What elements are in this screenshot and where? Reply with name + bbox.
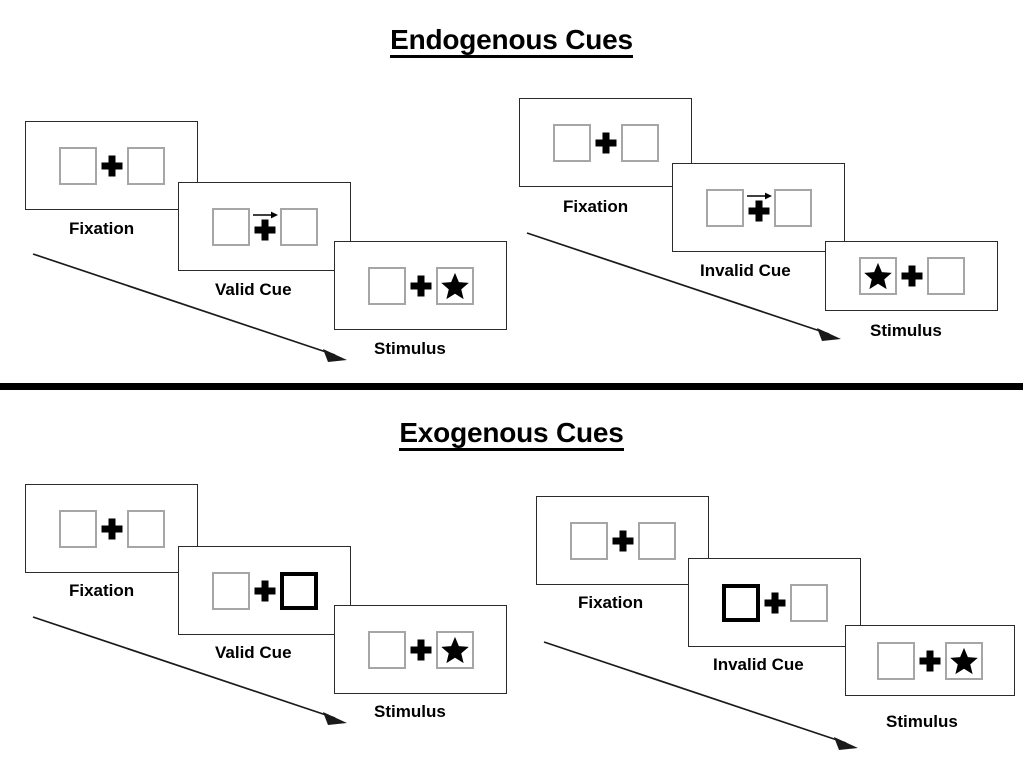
left-placeholder-box xyxy=(858,257,897,295)
caption-exo-invalid-fixation: Fixation xyxy=(578,593,644,612)
caption-exo-invalid-stimulus: Stimulus xyxy=(886,712,958,731)
exo-invalid-time-flow-arrow-icon xyxy=(543,641,858,750)
caption-endo-valid-fixation: Fixation xyxy=(69,219,135,238)
right-placeholder-box xyxy=(789,583,828,622)
plus-icon xyxy=(915,642,945,680)
caption-exo-valid-stimulus: Stimulus xyxy=(374,702,446,721)
frame-content xyxy=(179,183,350,270)
caption-exo-invalid-cue: Invalid Cue xyxy=(713,655,804,674)
right-placeholder-box xyxy=(435,630,474,669)
frame-content xyxy=(335,606,506,693)
endo-valid-frame-cue[interactable] xyxy=(178,182,351,271)
left-placeholder-box-cued xyxy=(721,583,760,622)
right-placeholder-box xyxy=(279,207,318,246)
exo-invalid-frame-stimulus[interactable] xyxy=(845,625,1015,696)
endo-invalid-frame-cue[interactable] xyxy=(672,163,845,252)
caption-exo-valid-fixation: Fixation xyxy=(69,581,135,600)
endo-valid-frame-stimulus[interactable] xyxy=(334,241,507,330)
right-placeholder-box xyxy=(945,641,983,680)
caption-endo-valid-cue: Valid Cue xyxy=(215,280,292,299)
plus-icon xyxy=(97,510,127,548)
plus-icon xyxy=(591,124,621,162)
right-placeholder-box xyxy=(126,509,165,548)
left-placeholder-box xyxy=(211,571,250,610)
right-placeholder-box-cued xyxy=(279,571,318,610)
right-arrow-cue-icon xyxy=(252,211,278,218)
caption-endo-invalid-cue: Invalid Cue xyxy=(700,261,791,280)
frame-content xyxy=(673,164,844,251)
exogenous-title-text: Exogenous Cues xyxy=(399,418,624,452)
caption-exo-valid-cue: Valid Cue xyxy=(215,643,292,662)
endogenous-section-title: Endogenous Cues xyxy=(0,24,1023,59)
frame-content xyxy=(179,547,350,634)
left-placeholder-box xyxy=(877,641,915,680)
plus-icon xyxy=(250,208,280,246)
frame-content xyxy=(826,242,997,310)
left-placeholder-box xyxy=(58,509,97,548)
right-placeholder-box xyxy=(620,123,659,162)
exo-valid-frame-cue[interactable] xyxy=(178,546,351,635)
frame-content xyxy=(26,122,197,209)
star-icon xyxy=(950,647,978,674)
endo-invalid-frame-fixation[interactable] xyxy=(519,98,692,187)
left-placeholder-box xyxy=(569,521,608,560)
frame-content xyxy=(335,242,506,329)
star-icon xyxy=(863,262,892,290)
endo-invalid-frame-stimulus[interactable] xyxy=(825,241,998,311)
plus-icon xyxy=(608,522,638,560)
endogenous-title-text: Endogenous Cues xyxy=(390,25,633,59)
right-placeholder-box xyxy=(126,146,165,185)
left-placeholder-box xyxy=(211,207,250,246)
right-arrow-cue-icon xyxy=(746,192,772,199)
right-placeholder-box xyxy=(926,257,965,295)
plus-icon xyxy=(744,189,774,227)
frame-content xyxy=(26,485,197,572)
plus-icon xyxy=(250,572,280,610)
right-placeholder-box xyxy=(637,521,676,560)
caption-endo-invalid-fixation: Fixation xyxy=(563,197,629,216)
exo-invalid-frame-fixation[interactable] xyxy=(536,496,709,585)
plus-icon xyxy=(760,584,790,622)
star-icon xyxy=(440,636,469,663)
left-placeholder-box xyxy=(552,123,591,162)
frame-content xyxy=(520,99,691,186)
plus-icon xyxy=(406,267,436,305)
plus-icon xyxy=(406,631,436,669)
star-icon xyxy=(440,272,469,299)
exo-valid-frame-fixation[interactable] xyxy=(25,484,198,573)
frame-content xyxy=(846,626,1014,695)
endo-valid-frame-fixation[interactable] xyxy=(25,121,198,210)
frame-content xyxy=(689,559,860,646)
caption-endo-valid-stimulus: Stimulus xyxy=(374,339,446,358)
left-placeholder-box xyxy=(705,188,744,227)
plus-icon xyxy=(97,147,127,185)
left-placeholder-box xyxy=(367,630,406,669)
section-divider xyxy=(0,383,1023,390)
exo-valid-frame-stimulus[interactable] xyxy=(334,605,507,694)
exogenous-section-title: Exogenous Cues xyxy=(0,417,1023,452)
left-placeholder-box xyxy=(367,266,406,305)
caption-endo-invalid-stimulus: Stimulus xyxy=(870,321,942,340)
exo-invalid-frame-cue[interactable] xyxy=(688,558,861,647)
right-placeholder-box xyxy=(435,266,474,305)
right-placeholder-box xyxy=(773,188,812,227)
left-placeholder-box xyxy=(58,146,97,185)
plus-icon xyxy=(897,257,927,295)
frame-content xyxy=(537,497,708,584)
